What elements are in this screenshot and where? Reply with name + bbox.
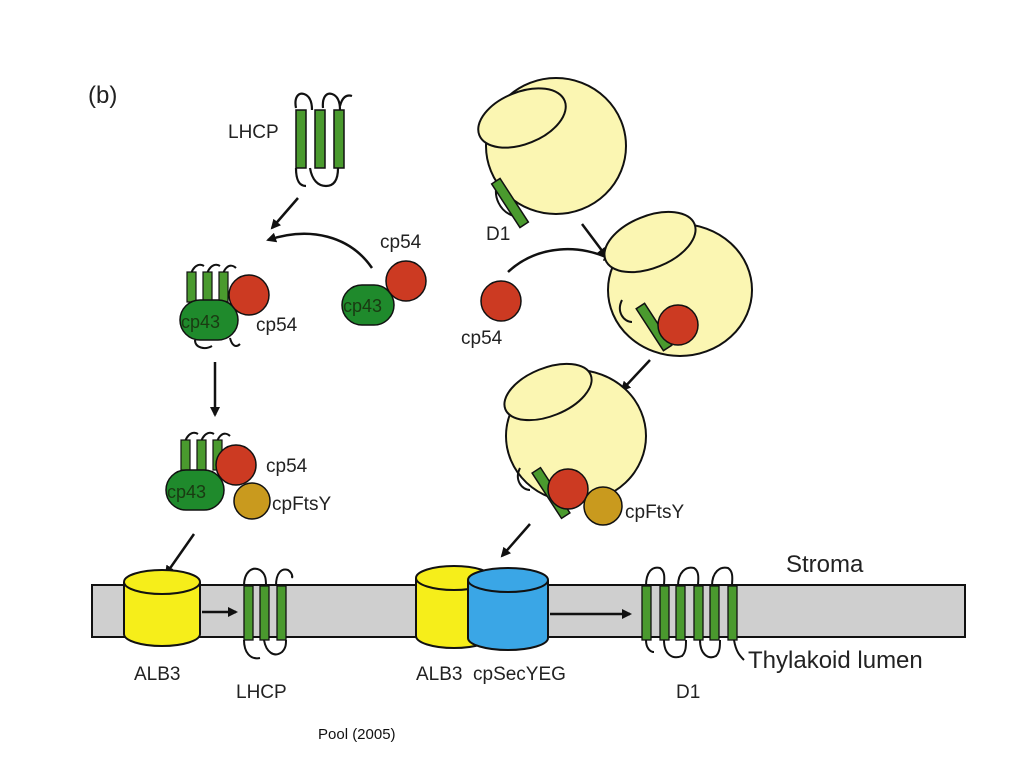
d1-membrane-protein: [641, 566, 745, 661]
arrow-ribosome1-to-ribosome2: [581, 223, 608, 258]
arrow-cp43cp54-join: [266, 232, 374, 269]
d1-top-label: D1: [486, 224, 510, 245]
source-caption: Pool (2005): [318, 726, 396, 743]
cp54-free-right-label: cp54: [461, 328, 503, 349]
lhcp-cp43-cp54-cpftsy-complex: [165, 431, 271, 520]
complex2-cpftsy-label: cpFtsY: [272, 494, 331, 515]
complex2-cp54-label: cp54: [266, 456, 308, 477]
lhcp-top-label: LHCP: [228, 122, 279, 143]
lhcp-membrane-label: LHCP: [236, 682, 287, 703]
alb3-left-cylinder: [123, 569, 201, 647]
lumen-label: Thylakoid lumen: [748, 647, 923, 674]
complex1-cp54-label: cp54: [256, 315, 298, 336]
stroma-label: Stroma: [786, 551, 864, 578]
arrow-cp54-join: [507, 247, 614, 273]
ribosome-d1-cp54: [603, 210, 753, 357]
alb3-right-label: ALB3: [416, 664, 462, 685]
cp54-free-right: [480, 280, 522, 322]
alb3-left-label: ALB3: [134, 664, 180, 685]
arrow-ribosome2-to-ribosome3: [620, 359, 651, 392]
ribosome-d1-nascent: [477, 77, 627, 229]
arrow-complex2-to-alb3: [164, 533, 196, 576]
cp54-free-left-label: cp54: [380, 232, 422, 253]
arrow-ribosome3-to-cpsecyeg: [500, 523, 531, 558]
cpsecyeg-label: cpSecYEG: [473, 664, 566, 685]
arrow-lhcp-to-complex: [270, 197, 299, 230]
lhcp-cp43-cp54-complex: [179, 263, 270, 349]
complex2-cp43-label: cp43: [167, 482, 206, 502]
cpsecyeg-cylinder: [467, 567, 549, 651]
complex1-cp43-label: cp43: [181, 312, 220, 332]
cp43-free-label: cp43: [343, 296, 382, 316]
d1-membrane-label: D1: [676, 682, 700, 703]
lhcp-free-protein: [294, 92, 353, 188]
cp43-cp54-free-pair: [341, 260, 427, 326]
lhcp-membrane-protein: [243, 567, 294, 660]
ribosome-d1-cp54-cpftsy: [503, 362, 647, 526]
panel-label: (b): [88, 82, 117, 109]
ribosome-cpftsy-label: cpFtsY: [625, 502, 684, 523]
